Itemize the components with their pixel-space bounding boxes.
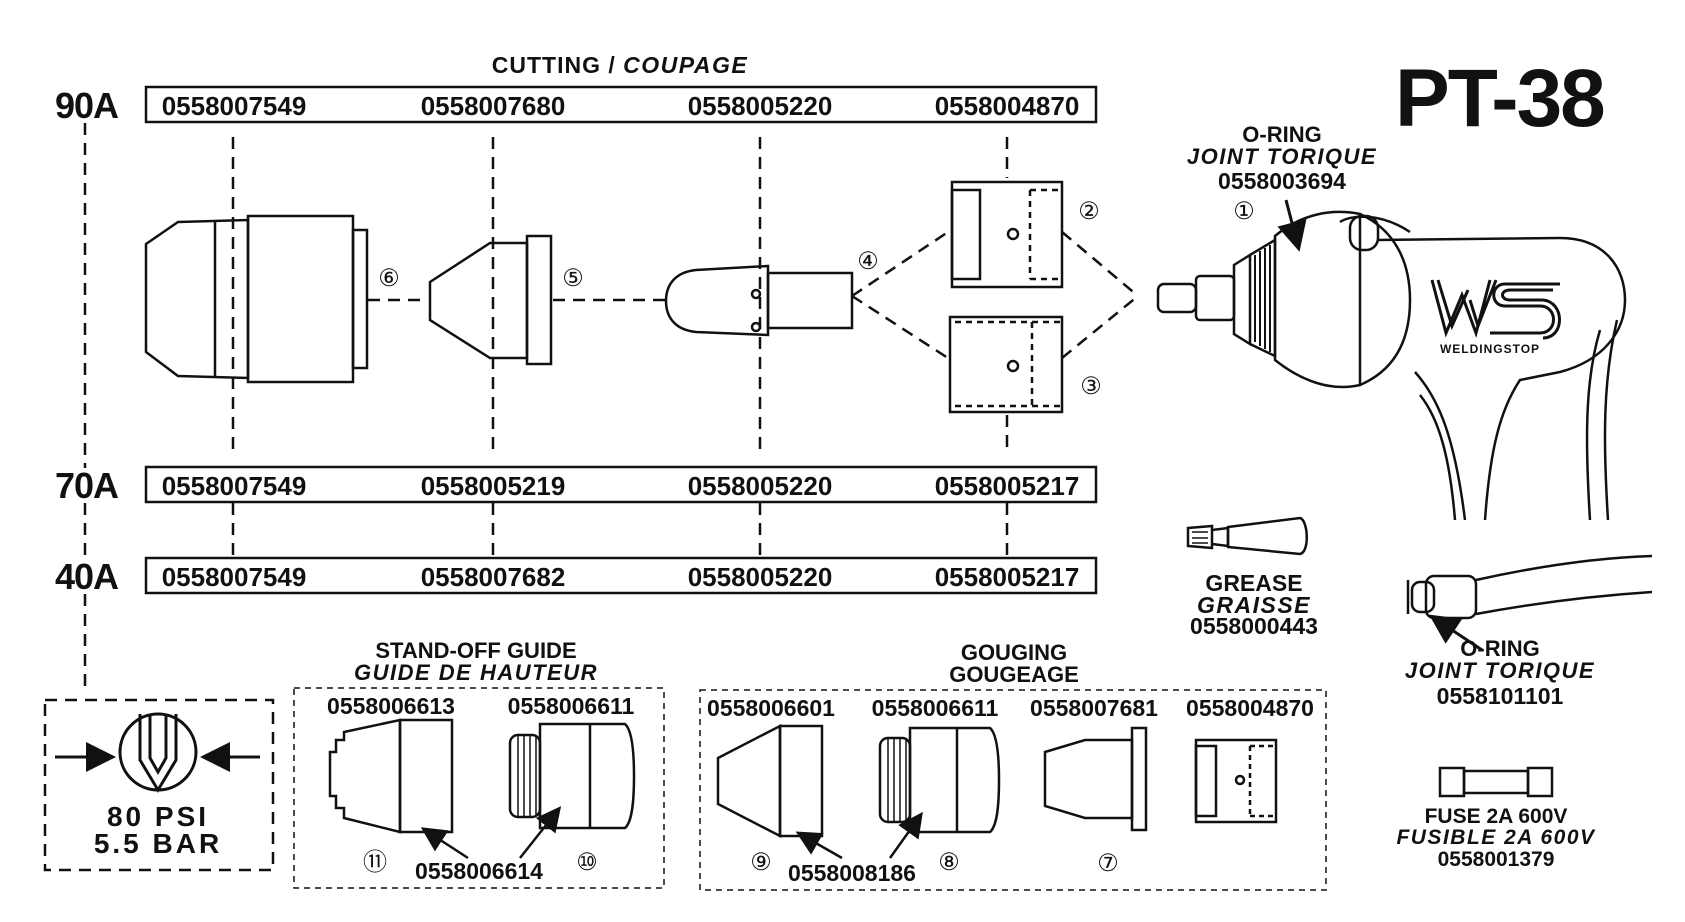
fuse-drawing xyxy=(1438,766,1554,798)
callout-10: ⑩ xyxy=(576,849,598,876)
row-box-90a xyxy=(144,85,1098,124)
cutting-heading-en: CUTTING xyxy=(491,52,601,78)
gouging-nozzle-7-drawing xyxy=(1043,726,1148,832)
part-90a-electrode: 0558005220 xyxy=(687,91,833,121)
torch-drawing xyxy=(1156,210,1627,521)
part-70a-shield: 0558007549 xyxy=(161,471,307,501)
standoff-label: STAND-OFF GUIDE xyxy=(375,638,577,663)
gouging-part-shield: 0558006601 xyxy=(707,695,835,721)
part-90a-shield: 0558007549 xyxy=(161,91,307,121)
standoff-guide-10-drawing xyxy=(508,722,636,830)
grease-tube-drawing xyxy=(1186,516,1308,556)
gouging-shield-9-drawing xyxy=(716,723,824,839)
amp-label-70a: 70A xyxy=(55,465,119,506)
part-70a-swirl-ring: 0558005217 xyxy=(934,471,1080,501)
logo-brand-text: WELDINGSTOP xyxy=(1439,342,1541,356)
callout-7: ⑦ xyxy=(1097,850,1119,877)
row-box-40a xyxy=(144,556,1098,595)
standoff-label-fr: GUIDE DE HAUTEUR xyxy=(353,660,599,685)
amp-label-40a: 40A xyxy=(55,556,119,597)
fuse-part: 0558001379 xyxy=(1437,848,1555,871)
lead-oring-drawing xyxy=(1406,554,1653,620)
oring-top-label: O-RING xyxy=(1242,122,1322,147)
part-40a-nozzle: 0558007682 xyxy=(420,562,566,592)
oring-bottom-label: O-RING xyxy=(1460,636,1540,661)
oring-top-part: 0558003694 xyxy=(1218,168,1346,194)
assembly-dash-lines xyxy=(368,230,1139,360)
gouging-part-nozzle: 0558007681 xyxy=(1030,695,1158,721)
ws-logo-mark xyxy=(1430,279,1561,340)
callout-4: ④ xyxy=(857,248,879,275)
gouging-arrows xyxy=(795,811,923,860)
callout-5: ⑤ xyxy=(562,265,584,292)
cutting-heading: CUTTING / COUPAGE xyxy=(492,54,748,77)
cutting-heading-sep: / xyxy=(608,52,616,78)
pressure-symbol xyxy=(55,712,260,793)
oring-bottom-label-fr: JOINT TORIQUE xyxy=(1404,658,1596,683)
part-70a-electrode: 0558005220 xyxy=(687,471,833,501)
swirl-ring-3-drawing xyxy=(948,315,1064,414)
pressure-psi: 80 PSI xyxy=(106,801,210,832)
grease-part: 0558000443 xyxy=(1190,613,1318,639)
standoff-box xyxy=(293,687,665,889)
column-dash-lines xyxy=(83,123,1009,690)
standoff-guide-11-drawing xyxy=(328,718,454,834)
gouging-label-fr: GOUGEAGE xyxy=(949,662,1079,687)
callout-2: ② xyxy=(1078,198,1100,225)
gouging-box xyxy=(699,689,1327,891)
fuse-label-fr: FUSIBLE 2A 600V xyxy=(1396,826,1596,849)
gouging-swirl-ring-drawing xyxy=(1194,738,1278,824)
cutting-heading-fr: COUPAGE xyxy=(623,52,749,78)
grease-label: GREASE xyxy=(1205,570,1303,596)
gouging-part-swirl: 0558004870 xyxy=(1186,695,1314,721)
callout-8: ⑧ xyxy=(938,849,960,876)
gouging-part-retaining: 0558006611 xyxy=(871,695,999,721)
pressure-box xyxy=(43,698,275,872)
callout-9: ⑨ xyxy=(750,849,772,876)
part-40a-swirl-ring: 0558005217 xyxy=(934,562,1080,592)
oring-top-arrow xyxy=(1277,199,1307,252)
part-40a-electrode: 0558005220 xyxy=(687,562,833,592)
standoff-shared-part: 0558006614 xyxy=(415,858,543,884)
nozzle-drawing xyxy=(428,234,553,366)
part-40a-shield: 0558007549 xyxy=(161,562,307,592)
oring-top-label-fr: JOINT TORIQUE xyxy=(1186,144,1378,169)
standoff-arrows xyxy=(420,806,562,860)
part-70a-nozzle: 0558005219 xyxy=(420,471,566,501)
gouging-shield-8-drawing xyxy=(878,726,1001,834)
callout-11: ⑪ xyxy=(363,849,387,876)
standoff-part-guide: 0558006613 xyxy=(327,693,455,719)
part-90a-swirl-ring: 0558004870 xyxy=(934,91,1080,121)
swirl-ring-2-drawing xyxy=(950,180,1064,289)
pressure-bar: 5.5 BAR xyxy=(93,828,223,859)
gouging-shared-part: 0558008186 xyxy=(788,860,916,886)
callout-3: ③ xyxy=(1080,373,1102,400)
row-box-70a xyxy=(144,465,1098,504)
callout-1: ① xyxy=(1233,198,1255,225)
oring-bottom-arrow xyxy=(1429,614,1483,652)
title: PT-38 xyxy=(1395,53,1606,144)
shield-cup-drawing xyxy=(144,214,369,384)
standoff-part-shield: 0558006611 xyxy=(507,693,635,719)
oring-bottom-part: 0558101101 xyxy=(1436,683,1564,709)
callout-6: ⑥ xyxy=(378,265,400,292)
grease-label-fr: GRAISSE xyxy=(1196,592,1312,618)
part-90a-nozzle: 0558007680 xyxy=(420,91,566,121)
gouging-label: GOUGING xyxy=(960,640,1068,665)
amp-label-90a: 90A xyxy=(55,85,119,126)
electrode-drawing xyxy=(664,264,854,337)
fuse-label: FUSE 2A 600V xyxy=(1424,805,1568,828)
